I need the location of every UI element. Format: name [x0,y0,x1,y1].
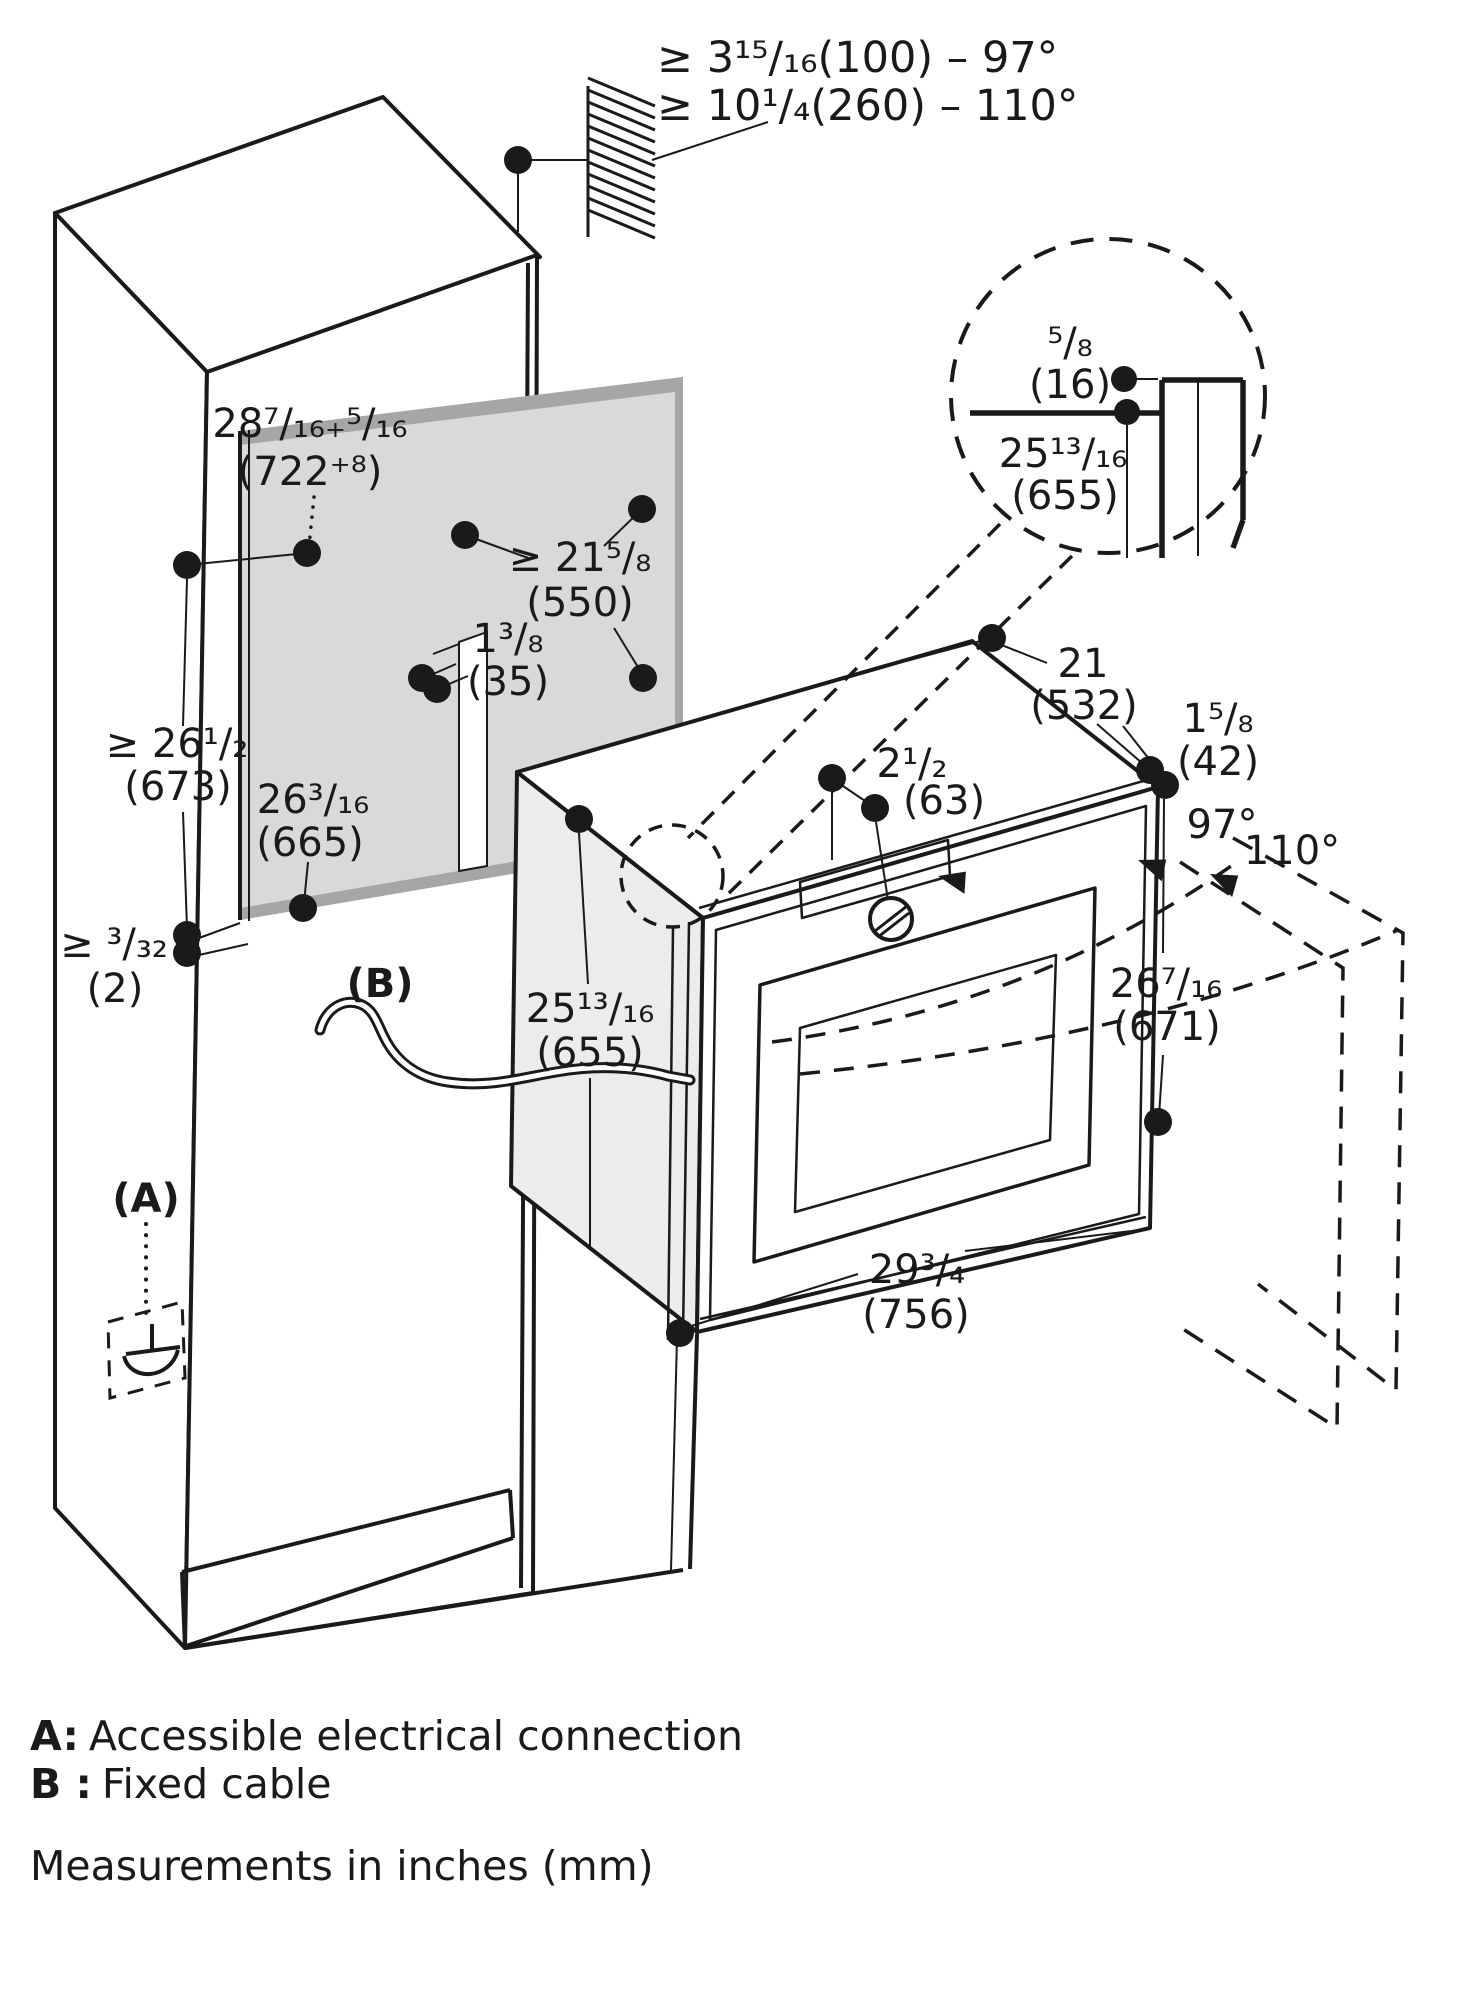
detail-magnifier [619,237,1267,929]
dot-oven-width [666,1319,694,1347]
swing-arc-110 [799,928,1399,1076]
dot-door-thickness-2 [1151,771,1179,799]
dot-depth-top [628,495,656,523]
dim-niche-width-in: 28⁷/₁₆₊⁵/₁₆ [212,401,407,447]
dim-oven-depth-in: 21 [1058,641,1109,687]
dim-bottom-gap-in: ≥ ³/₃₂ [60,921,168,967]
dot-depth-back [629,664,657,692]
dim-door-thickness-mm: (42) [1177,739,1259,785]
detail-height-mm: (655) [1011,473,1119,519]
legend-units-text: Measurements in inches (mm) [30,1842,654,1890]
dim-angle-97: 97° [1187,802,1258,848]
dim-handle-offset-in: 2¹/₂ [877,741,948,787]
niche-top-strip [240,377,683,445]
callout-b: (B) [346,961,413,1007]
open-door-110-outline [1232,836,1405,1394]
labels: ≥ 3¹⁵/₁₆(100) – 97° ≥ 10¹/₄(260) – 110° … [60,33,1340,1338]
dot-niche-height [289,894,317,922]
dim-oven-width-mm: (756) [862,1292,970,1338]
dot-detail-1 [1111,366,1137,392]
dot-detail-2 [1114,399,1140,425]
legend-a-text: Accessible electrical connection [88,1712,744,1760]
dim-niche-height-mm: (665) [256,820,364,866]
dim-niche-width-mm: (722⁺⁸) [238,449,383,495]
dim-clearance-height-in: ≥ 26¹/₂ [106,721,249,767]
detail-source-circle [619,823,725,929]
dim-door-thickness-in: 1⁵/₈ [1183,696,1254,742]
legend-units: Measurements in inches (mm) [30,1842,654,1890]
dot-oven-depth [978,624,1006,652]
oven-knob [868,896,914,942]
electrical-connection [106,1222,187,1400]
dim-niche-depth-in: ≥ 21⁵/₈ [509,535,652,581]
dim-clearance-height-mm: (673) [124,764,232,810]
dot-oven-height [565,805,593,833]
dot-handle-1 [818,764,846,792]
swing-arrowhead-3 [1210,874,1239,898]
fixed-cable [314,996,696,1090]
dim-niche-depth-mm: (550) [526,580,634,626]
dot-gap-2 [173,939,201,967]
detail-circle [949,237,1267,555]
dim-bottom-gap-mm: (2) [87,966,144,1012]
detail-offset-mm: (16) [1029,362,1111,408]
dot-wall [504,146,532,174]
socket-icon [122,1324,181,1376]
oven-door-window [752,886,1097,1264]
wall-section-hatch [586,76,656,240]
wall-note-110: ≥ 10¹/₄(260) – 110° [657,81,1078,131]
legend-a-key: A: [30,1712,79,1760]
dim-door-height-mm: (671) [1113,1004,1221,1050]
dot-clearance-top [173,551,201,579]
dim-niche-height-in: 26³/₁₆ [257,777,369,823]
dim-oven-height-mm: (655) [536,1030,644,1076]
detail-profile [970,377,1246,558]
door-swing [771,836,1405,1432]
dim-step-mm: (35) [467,659,549,705]
swing-arrowhead-2 [1138,859,1167,882]
dot-niche-width [293,539,321,567]
dim-oven-depth-mm: (532) [1030,683,1138,729]
swing-arrowhead-1 [938,871,966,894]
dot-handle-2 [861,794,889,822]
legend-b-text: Fixed cable [101,1760,332,1808]
socket-box [106,1300,187,1400]
legend-b: B :Fixed cable [30,1760,332,1808]
detail-height-in: 25¹³/₁₆ [999,431,1128,477]
oven-front-face [695,785,1160,1334]
dim-oven-width-in: 29³/₄ [869,1247,965,1293]
wall-note-97: ≥ 3¹⁵/₁₆(100) – 97° [657,33,1058,83]
detail-offset-in: ⁵/₈ [1047,320,1093,366]
dim-handle-offset-mm: (63) [903,778,985,824]
callout-a: (A) [112,1176,180,1222]
dim-door-height-in: 26⁷/₁₆ [1110,961,1222,1007]
dot-door-height-bottom [1144,1108,1172,1136]
dim-step-in: 1³/₈ [473,616,544,662]
swing-arc-97 [771,860,1239,1044]
open-door-97-outline [1171,860,1345,1432]
dim-angle-110: 110° [1244,828,1340,874]
dot-depth-front [451,521,479,549]
reference-dots [173,146,1179,1347]
dim-oven-height-in: 25¹³/₁₆ [526,986,655,1032]
legend-b-key: B : [30,1760,92,1808]
legend-a: A:Accessible electrical connection [30,1712,743,1760]
cabinet-plinth [180,1488,515,1649]
dot-step-2 [423,675,451,703]
niche-step [458,630,488,873]
